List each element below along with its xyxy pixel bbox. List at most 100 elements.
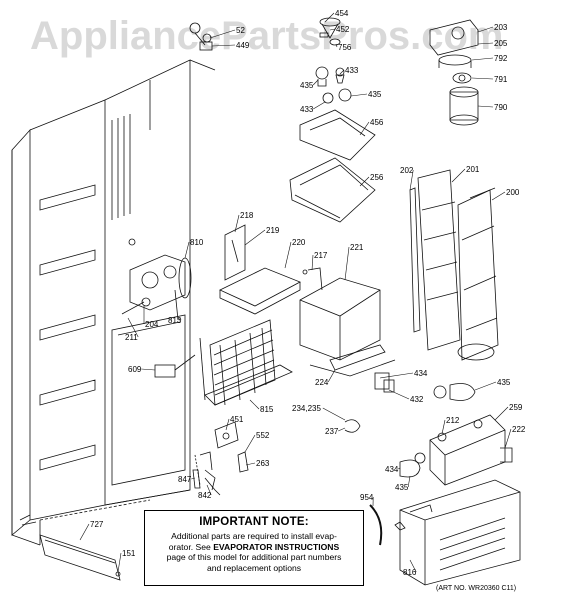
callout-label: 552 <box>256 431 270 440</box>
wire-harness-connector <box>154 354 196 378</box>
callout-label: 435 <box>368 90 382 99</box>
callout-leader-line <box>117 552 122 573</box>
callout-label: 237 <box>325 427 339 436</box>
defrost-thermostat-parts <box>194 421 249 491</box>
callout-leader-line <box>407 475 411 488</box>
callout-leader-line <box>451 168 466 183</box>
callout-leader-line <box>284 241 292 269</box>
callout-label: 432 <box>410 395 424 404</box>
dispenser-parts-top <box>319 17 341 46</box>
callout-label: 202 <box>400 166 414 175</box>
note-line-2-pre: orator. See <box>168 541 214 552</box>
callout-leader-line <box>335 43 338 48</box>
callout-label: 204 <box>145 320 159 329</box>
callout-leader-line <box>494 406 509 421</box>
callout-leader-line <box>474 381 497 391</box>
evaporator-cover-bracket <box>219 224 323 315</box>
callout-leader-line <box>477 105 494 108</box>
callout-leader-line <box>491 191 506 201</box>
callout-label: 263 <box>256 459 270 468</box>
callout-leader-line <box>245 462 256 466</box>
callout-label: 218 <box>240 211 254 220</box>
callout-leader-line <box>322 407 346 421</box>
important-note-box: IMPORTANT NOTE: Additional parts are req… <box>144 510 364 586</box>
callout-label: 205 <box>494 39 508 48</box>
callout-leader-line <box>409 559 417 573</box>
callout-leader-line <box>338 427 346 432</box>
door-liner-parts <box>409 169 499 361</box>
mounting-hardware <box>121 238 151 315</box>
cold-control-housing <box>429 414 513 486</box>
light-bulbs-lower <box>399 452 426 478</box>
callout-leader-line <box>191 477 196 480</box>
callout-label: 609 <box>128 365 142 374</box>
water-filter-assembly <box>429 19 479 126</box>
note-line-3: page of this model for additional part n… <box>166 552 342 562</box>
callout-leader-line <box>79 523 90 541</box>
callout-leader-line <box>339 69 345 75</box>
note-body: Additional parts are required to install… <box>145 531 363 573</box>
callout-label: 259 <box>509 403 523 412</box>
callout-leader-line <box>184 241 190 259</box>
callout-label: 756 <box>338 43 352 52</box>
callout-label: 790 <box>494 103 508 112</box>
callout-leader-line <box>359 121 370 136</box>
callout-label: 810 <box>190 238 204 247</box>
callout-label: 454 <box>335 9 349 18</box>
callout-label: 222 <box>512 425 526 434</box>
drain-parts <box>192 469 221 496</box>
callout-label: 816 <box>403 568 417 577</box>
callout-label: 847 <box>178 475 192 484</box>
toe-grille <box>39 534 121 581</box>
callout-label: 211 <box>125 333 138 342</box>
callout-leader-line <box>234 214 240 233</box>
callout-label: 433 <box>300 105 314 114</box>
callout-label: 220 <box>292 238 306 247</box>
lower-light-housing <box>394 479 521 586</box>
light-bulbs-upper <box>315 66 352 104</box>
callout-label: 217 <box>314 251 328 260</box>
callout-label: 456 <box>370 118 384 127</box>
callout-label: 727 <box>90 520 104 529</box>
callout-leader-line <box>244 229 266 246</box>
fan-motor <box>129 254 192 321</box>
evaporator-coil <box>199 319 293 406</box>
callout-label: 792 <box>494 54 508 63</box>
callout-label: 434 <box>414 369 428 378</box>
callout-label: 433 <box>345 66 359 75</box>
callout-label: 256 <box>370 173 384 182</box>
callout-label: 435 <box>497 378 511 387</box>
callout-leader-line <box>141 368 156 371</box>
callout-leader-line <box>344 246 350 281</box>
callout-label: 200 <box>506 188 520 197</box>
callout-label: 203 <box>494 23 508 32</box>
cabinet-liner <box>11 59 216 546</box>
callout-label: 451 <box>230 415 244 424</box>
light-housing-cover <box>289 109 376 223</box>
callout-leader-line <box>398 467 401 470</box>
callout-label: 224 <box>315 378 329 387</box>
callout-label: 791 <box>494 75 508 84</box>
light-bulbs-middle <box>344 372 476 433</box>
callout-label: 434 <box>385 465 399 474</box>
callout-label: 954 <box>360 493 374 502</box>
callout-label: 219 <box>266 226 280 235</box>
callout-leader-line <box>388 389 410 400</box>
callout-leader-line <box>327 369 336 383</box>
callout-leader-line <box>211 44 236 47</box>
callout-label: 201 <box>466 165 480 174</box>
callout-leader-line <box>312 79 319 86</box>
callout-leader-line <box>471 57 494 61</box>
callout-leader-line <box>471 77 494 80</box>
callout-leader-line <box>249 399 260 410</box>
callout-leader-line <box>244 434 256 453</box>
light-socket-upper <box>189 22 213 51</box>
callout-leader-line <box>350 93 368 97</box>
callout-leader-line <box>127 317 139 338</box>
callout-leader-line <box>504 428 512 449</box>
callout-label: 221 <box>350 243 364 252</box>
callout-label: 452 <box>336 25 350 34</box>
callout-label: 435 <box>395 483 409 492</box>
callout-leader-line <box>477 42 494 45</box>
